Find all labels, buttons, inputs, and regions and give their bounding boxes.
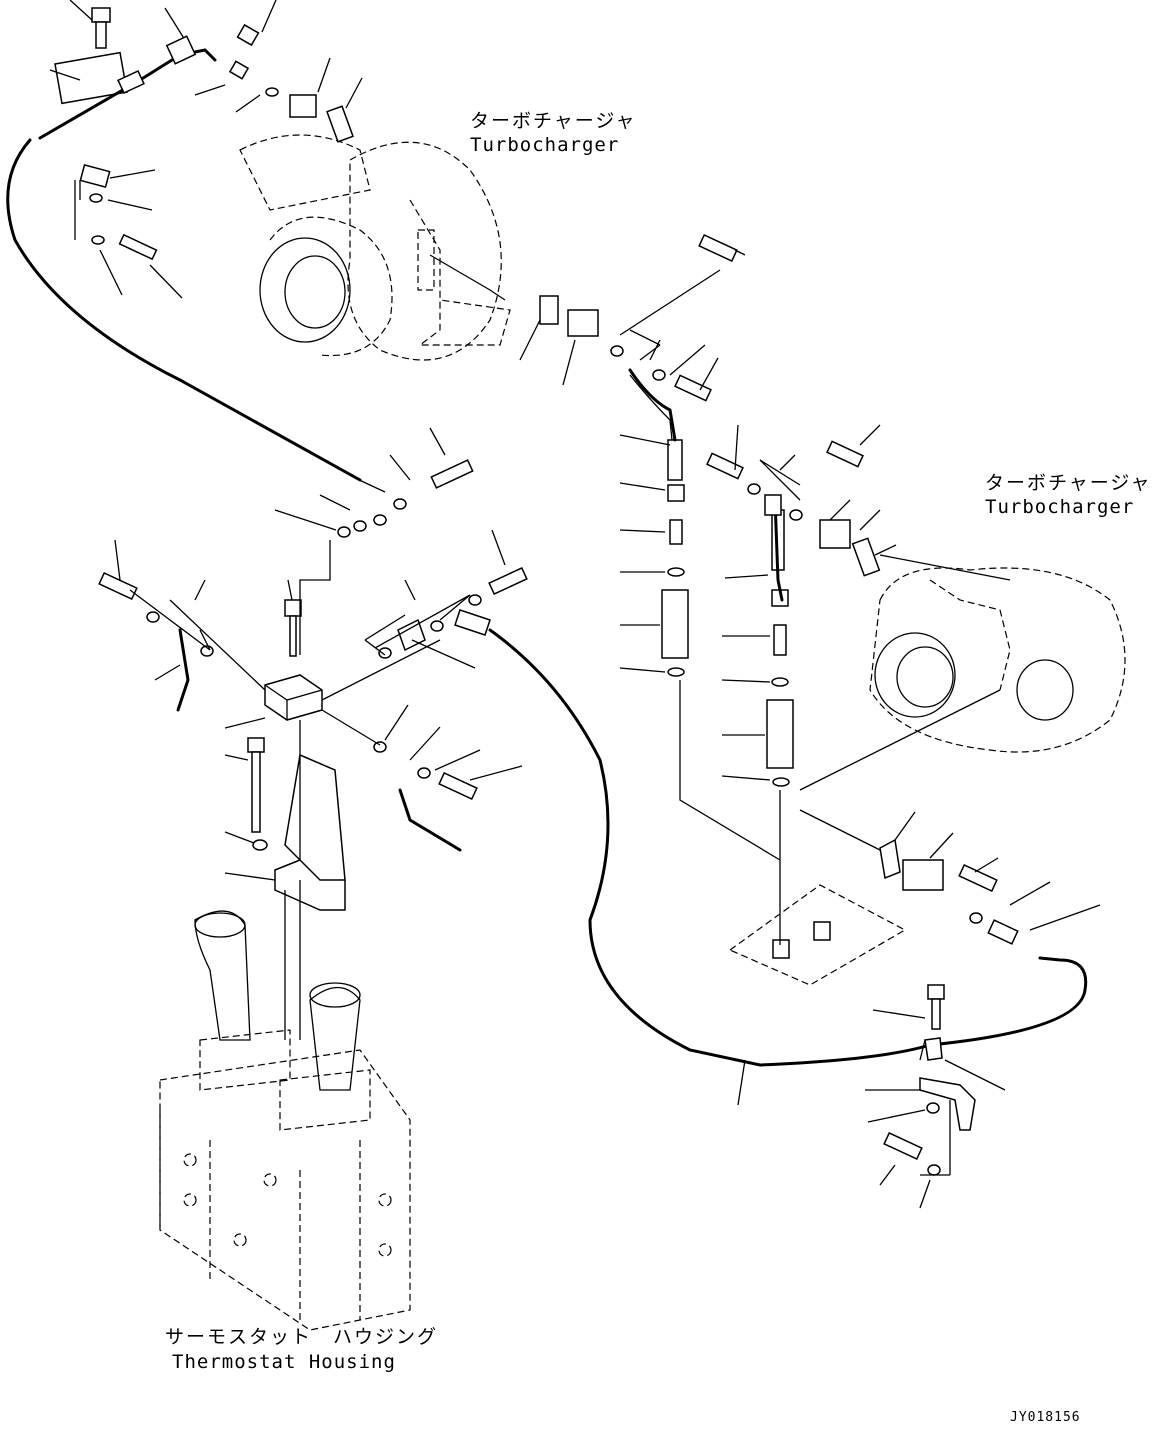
drawing-code: JY018156 xyxy=(1010,1410,1081,1425)
small-parts xyxy=(54,7,1019,1176)
turbocharger-right-illustration xyxy=(869,567,1126,753)
turbocharger-top-illustration xyxy=(239,134,511,361)
tube-upper-right xyxy=(628,368,784,602)
thermostat-housing-illustration xyxy=(159,910,411,1331)
long-bolt xyxy=(247,737,265,833)
spacer-column-left xyxy=(629,374,689,677)
turbocharger-top-label-en: Turbocharger xyxy=(470,134,620,156)
leader-lines xyxy=(49,0,1101,1209)
oil-hose-long xyxy=(488,628,1088,1067)
spacer-column-right xyxy=(766,509,794,787)
thermostat-housing-label-en: Thermostat Housing xyxy=(172,1351,396,1373)
mounting-bracket xyxy=(274,753,346,911)
tube-top-left xyxy=(38,35,217,140)
base-plate xyxy=(728,884,907,986)
oil-tube-long xyxy=(6,138,386,493)
thermostat-housing-label-jp: サーモスタット ハウジング xyxy=(165,1326,439,1348)
junction-block xyxy=(264,674,323,721)
turbocharger-top-label-jp: ターボチャージャ xyxy=(470,110,637,132)
turbocharger-right-label-en: Turbocharger xyxy=(985,496,1135,518)
turbocharger-right-label-jp: ターボチャージャ xyxy=(985,472,1152,494)
